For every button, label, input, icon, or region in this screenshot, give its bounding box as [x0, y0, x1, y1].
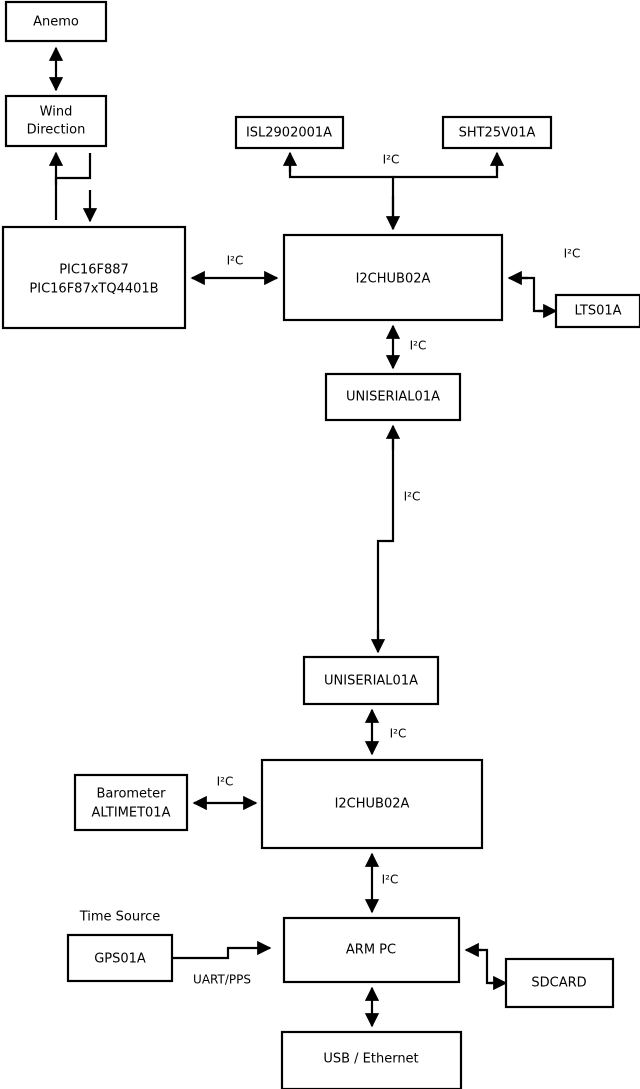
edge-label-i2c-top-bus: I²C: [383, 153, 400, 167]
label-time-source: Time Source: [79, 910, 161, 925]
node-isl2902001a[interactable]: ISL2902001A: [234, 115, 345, 150]
node-anemo-label: Anemo: [33, 15, 79, 30]
node-sdcard-label: SDCARD: [531, 976, 586, 991]
node-usb-ethernet-label: USB / Ethernet: [323, 1052, 418, 1067]
node-pic[interactable]: PIC16F887 PIC16F87xTQ4401B: [1, 225, 187, 330]
node-usb-ethernet[interactable]: USB / Ethernet: [280, 1030, 463, 1089]
node-lts01a[interactable]: LTS01A: [554, 293, 640, 329]
node-barometer-label-line1: Barometer: [97, 787, 167, 802]
edge-hub-isl-bus: [288, 158, 395, 229]
node-sht25v01a-label: SHT25V01A: [459, 126, 536, 141]
node-wind-direction-box[interactable]: [4, 94, 108, 148]
node-i2chub02a-bottom-box[interactable]: [260, 758, 484, 850]
node-sdcard-box[interactable]: [504, 957, 615, 1009]
edge-gps-armpc: [172, 940, 272, 960]
edge-label-i2c-hub-uniserial: I²C: [410, 339, 427, 353]
edge-label-i2c-uniserial-hub2: I²C: [390, 727, 407, 741]
node-anemo-box[interactable]: [4, 0, 108, 43]
node-i2chub02a-bottom-label: I2CHUB02A: [335, 797, 410, 812]
node-barometer-box[interactable]: [73, 773, 189, 832]
edge-winddirection-pic-elbow: [54, 153, 92, 220]
node-sdcard[interactable]: SDCARD: [504, 957, 615, 1009]
node-i2chub02a-top[interactable]: I2CHUB02A: [282, 233, 504, 322]
node-pic-label-line1: PIC16F887: [59, 263, 129, 278]
node-arm-pc-box[interactable]: [282, 916, 461, 984]
node-i2chub02a-bottom[interactable]: I2CHUB02A: [260, 758, 484, 850]
node-uniserial01a-bottom-box[interactable]: [302, 655, 440, 706]
node-barometer[interactable]: Barometer ALTIMET01A: [73, 773, 189, 832]
node-pic-box[interactable]: [1, 225, 187, 330]
edge-label-i2c-hub2-armpc: I²C: [382, 873, 399, 887]
node-isl2902001a-label: ISL2902001A: [246, 126, 332, 141]
node-uniserial01a-bottom-label: UNISERIAL01A: [324, 674, 418, 689]
node-sht25v01a-box[interactable]: [441, 115, 553, 150]
edge-label-i2c-pic-hub: I²C: [227, 254, 244, 268]
node-usb-ethernet-box[interactable]: [280, 1030, 463, 1089]
node-wind-direction[interactable]: Wind Direction: [4, 94, 108, 148]
node-anemo[interactable]: Anemo: [4, 0, 108, 43]
node-lts01a-label: LTS01A: [574, 304, 621, 319]
node-i2chub02a-top-box[interactable]: [282, 233, 504, 322]
node-gps01a[interactable]: GPS01A: [66, 933, 174, 983]
edge-label-i2c-uniserial-link: I²C: [404, 490, 421, 504]
node-sht25v01a[interactable]: SHT25V01A: [441, 115, 553, 150]
edge-armpc-sdcard-elbow: [472, 948, 500, 985]
node-uniserial01a-bottom[interactable]: UNISERIAL01A: [302, 655, 440, 706]
node-gps01a-label: GPS01A: [94, 952, 146, 967]
node-wind-direction-label-line1: Wind: [40, 105, 73, 120]
node-barometer-label-line2: ALTIMET01A: [92, 806, 171, 821]
node-uniserial01a-top-box[interactable]: [324, 372, 462, 422]
node-uniserial01a-top[interactable]: UNISERIAL01A: [324, 372, 462, 422]
node-pic-label-line2: PIC16F87xTQ4401B: [29, 282, 158, 297]
edge-label-uart-pps: UART/PPS: [193, 973, 251, 987]
edge-label-i2c-hub-lts: I²C: [564, 247, 581, 261]
edge-i2chub-lts-elbow: [516, 276, 549, 313]
node-arm-pc-label: ARM PC: [346, 943, 396, 958]
edge-uniserial-link: [376, 432, 395, 650]
node-wind-direction-label-line2: Direction: [27, 123, 86, 138]
edge-hub-sht-bus: [393, 158, 499, 179]
edge-label-i2c-barometer-hub2: I²C: [217, 775, 234, 789]
node-gps01a-box[interactable]: [66, 933, 174, 983]
node-uniserial01a-top-label: UNISERIAL01A: [346, 390, 440, 405]
node-arm-pc[interactable]: ARM PC: [282, 916, 461, 984]
node-lts01a-box[interactable]: [554, 293, 640, 329]
node-isl2902001a-box[interactable]: [234, 115, 345, 150]
node-i2chub02a-top-label: I2CHUB02A: [356, 272, 431, 287]
